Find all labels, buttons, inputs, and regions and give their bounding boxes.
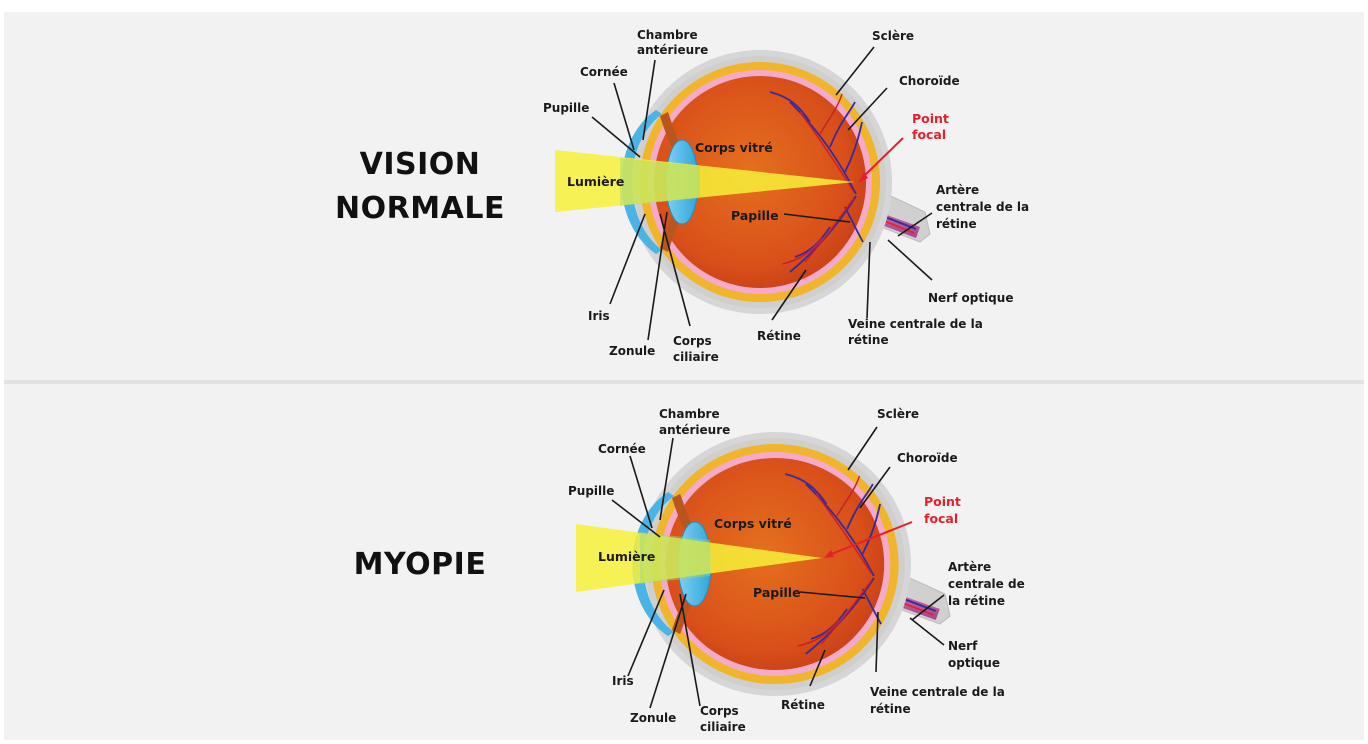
label-artere-2: centrale de (948, 577, 1025, 591)
label-pupille: Pupille (568, 484, 614, 498)
label-point-focal-1: Point (924, 494, 961, 509)
label-point-focal-2: focal (924, 511, 958, 526)
label-artere-1: Artère (948, 560, 991, 574)
label-choroide: Choroïde (899, 74, 960, 88)
label-choroide: Choroïde (897, 451, 958, 465)
label-corps-ciliaire-2: ciliaire (700, 720, 746, 734)
label-veine-1: Veine centrale de la (870, 685, 1005, 699)
label-nerf-1: Nerf (948, 639, 978, 653)
label-chambre-2: antérieure (637, 43, 708, 57)
label-cornee: Cornée (598, 442, 646, 456)
beam-through-lens (620, 158, 700, 206)
label-veine-2: rétine (848, 333, 889, 347)
label-chambre-1: Chambre (637, 28, 698, 42)
label-zonule: Zonule (630, 711, 676, 725)
eye-normal: Chambre antérieure Cornée Pupille Sclère… (543, 28, 1029, 364)
label-zonule: Zonule (609, 344, 655, 358)
label-pupille: Pupille (543, 101, 589, 115)
label-nerf-2: optique (948, 656, 1000, 670)
label-corps-ciliaire-1: Corps (700, 704, 739, 718)
label-retine: Rétine (757, 329, 801, 343)
label-cornee: Cornée (580, 65, 628, 79)
label-iris: Iris (612, 674, 634, 688)
label-chambre-2: antérieure (659, 423, 730, 437)
label-point-focal-2: focal (912, 127, 946, 142)
label-artere-1: Artère (936, 183, 979, 197)
label-papille: Papille (731, 208, 779, 223)
label-corps-ciliaire-1: Corps (673, 334, 712, 348)
eye-myopie: Chambre antérieure Cornée Pupille Sclère… (568, 407, 1025, 734)
label-iris: Iris (588, 309, 610, 323)
label-retine: Rétine (781, 698, 825, 712)
label-nerf: Nerf optique (928, 291, 1013, 305)
label-artere-3: rétine (936, 217, 977, 231)
label-artere-3: la rétine (948, 594, 1005, 608)
label-lumiere: Lumière (567, 174, 624, 189)
label-chambre-1: Chambre (659, 407, 720, 421)
label-sclere: Sclère (872, 29, 914, 43)
label-lumiere: Lumière (598, 549, 655, 564)
label-corps-vitre: Corps vitré (695, 140, 773, 155)
label-point-focal-1: Point (912, 111, 949, 126)
label-artere-2: centrale de la (936, 200, 1029, 214)
label-veine-1: Veine centrale de la (848, 317, 983, 331)
label-corps-ciliaire-2: ciliaire (673, 350, 719, 364)
label-veine-2: rétine (870, 702, 911, 716)
label-corps-vitre: Corps vitré (714, 516, 792, 531)
label-papille: Papille (753, 585, 801, 600)
label-sclere: Sclère (877, 407, 919, 421)
